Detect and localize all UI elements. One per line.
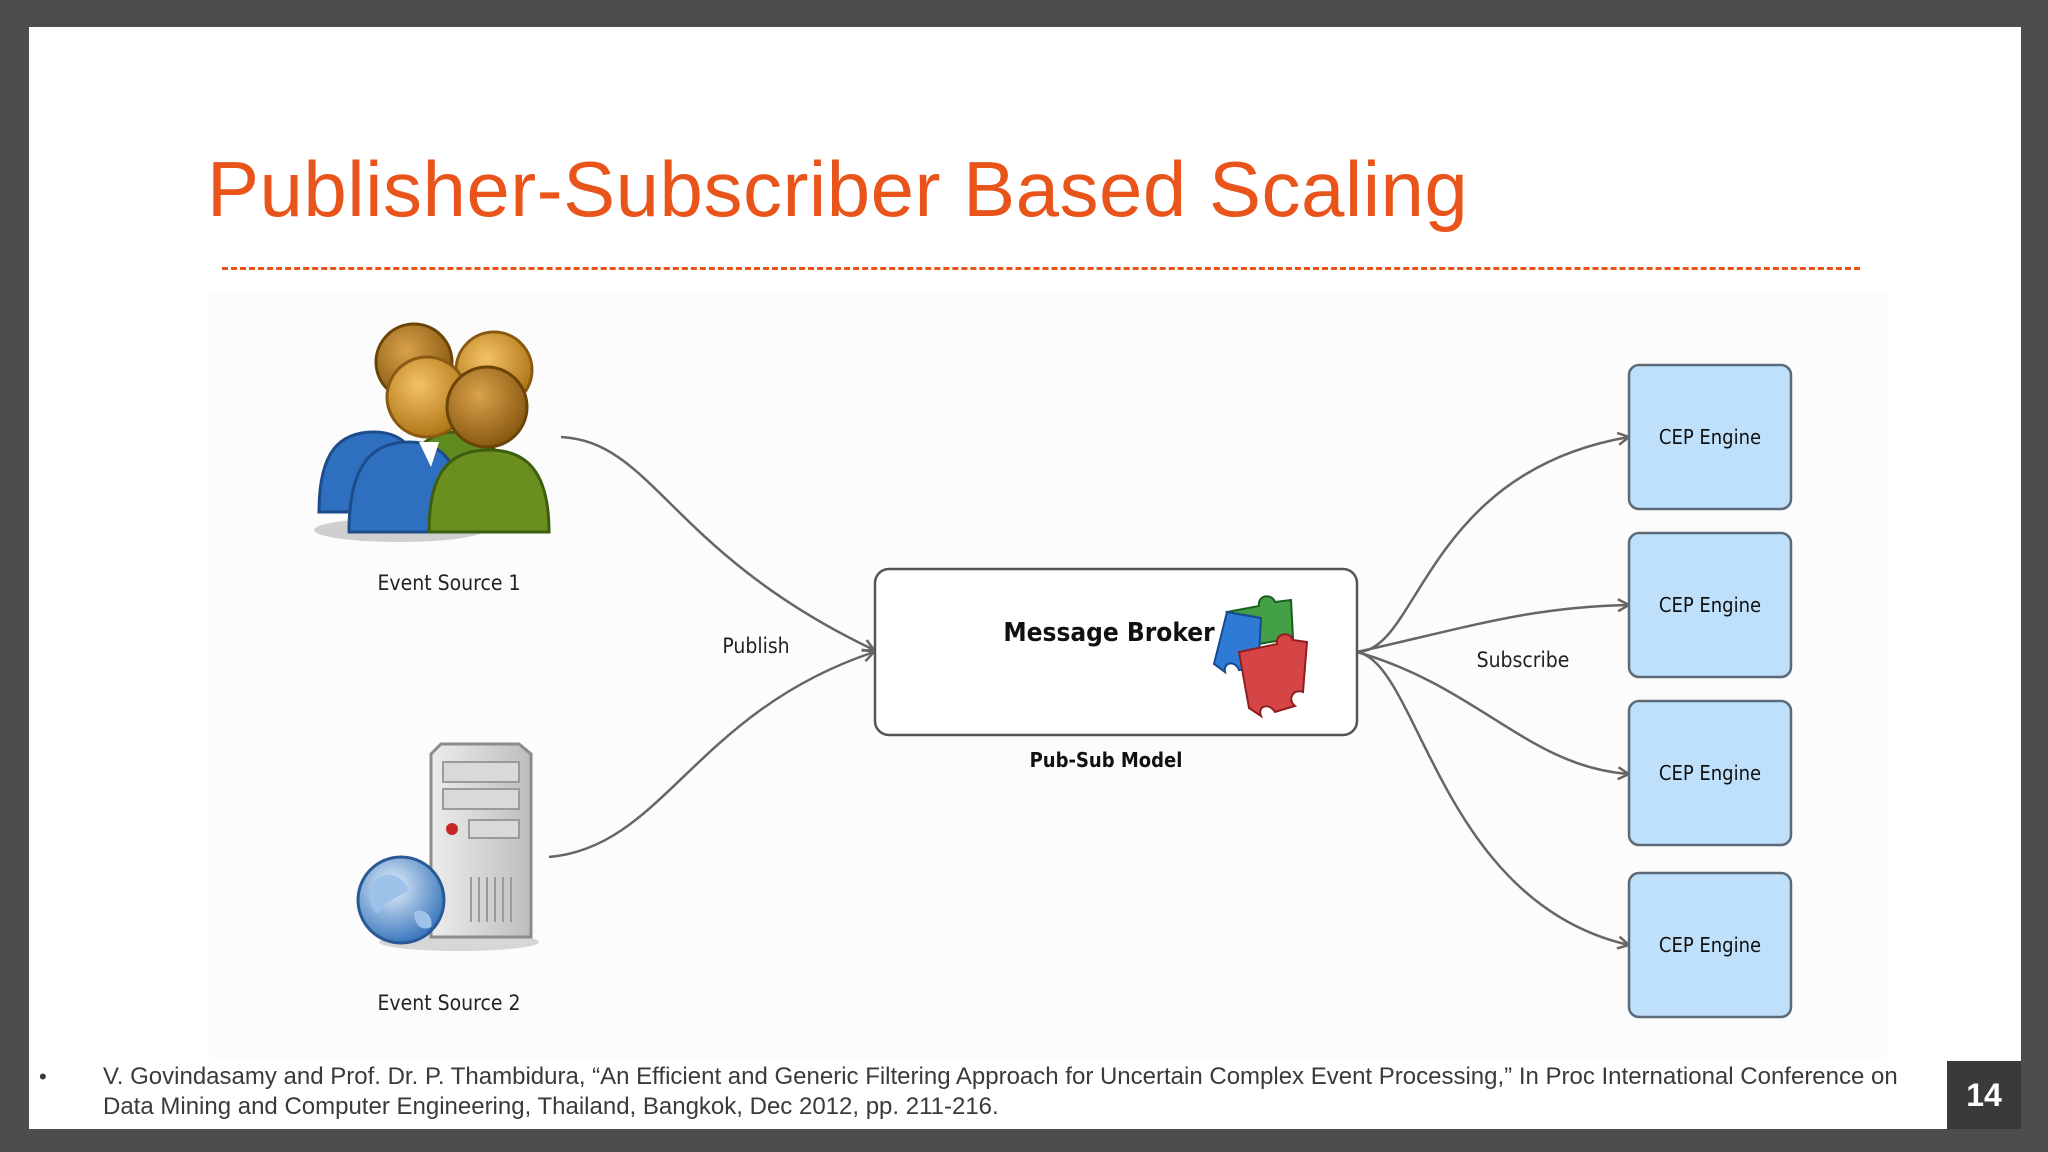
cep-engine-label: CEP Engine bbox=[1659, 425, 1761, 449]
publish-label: Publish bbox=[722, 634, 789, 658]
publish-arrow-2 bbox=[548, 652, 874, 859]
users-group-icon bbox=[314, 322, 551, 542]
citation-bullet: • bbox=[39, 1064, 47, 1089]
title-divider bbox=[222, 267, 1860, 270]
event-source-1-label: Event Source 1 bbox=[378, 571, 521, 595]
subscribe-label: Subscribe bbox=[1477, 648, 1570, 672]
subscribe-arrow-4 bbox=[1356, 650, 1629, 945]
puzzle-pieces-icon bbox=[1212, 595, 1309, 719]
cep-engine-label: CEP Engine bbox=[1659, 933, 1761, 957]
publish-arrow-1 bbox=[560, 435, 874, 650]
cep-engine-4: CEP Engine bbox=[1627, 871, 1793, 1019]
pubsub-diagram: Event Source 1 Event Source 2 bbox=[209, 292, 1887, 1062]
page-number: 14 bbox=[1947, 1061, 2021, 1129]
citation-text: V. Govindasamy and Prof. Dr. P. Thambidu… bbox=[103, 1063, 1898, 1120]
cep-engine-3: CEP Engine bbox=[1627, 699, 1793, 847]
event-source-2-label: Event Source 2 bbox=[378, 991, 521, 1015]
subscribe-arrow-1 bbox=[1356, 437, 1629, 654]
slide-title: Publisher-Subscriber Based Scaling bbox=[207, 145, 1469, 233]
cep-engine-label: CEP Engine bbox=[1659, 761, 1761, 785]
server-globe-icon bbox=[356, 742, 539, 951]
cep-engine-1: CEP Engine bbox=[1627, 363, 1793, 511]
message-broker-label: Message Broker bbox=[1003, 618, 1215, 648]
cep-engine-2: CEP Engine bbox=[1627, 531, 1793, 679]
subscribe-arrow-2 bbox=[1356, 605, 1629, 654]
slide: Publisher-Subscriber Based Scaling bbox=[29, 27, 2021, 1129]
cep-engine-label: CEP Engine bbox=[1659, 593, 1761, 617]
subscribe-arrow-3 bbox=[1356, 650, 1629, 774]
pub-sub-model-label: Pub-Sub Model bbox=[1030, 748, 1183, 772]
